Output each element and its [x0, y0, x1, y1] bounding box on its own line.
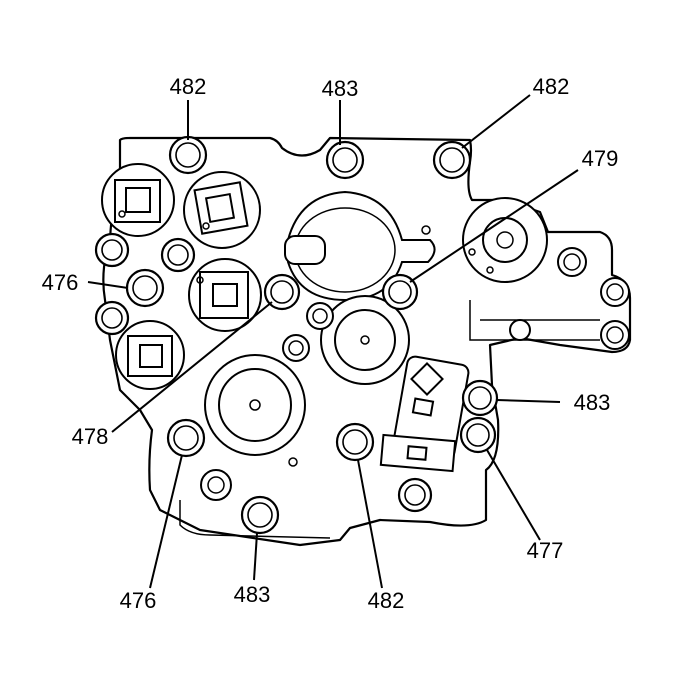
callout-label: 477: [527, 538, 564, 563]
solenoid-middle: [188, 258, 262, 332]
bolt: [432, 140, 472, 180]
bolt: [325, 140, 365, 180]
callout-label: 482: [368, 588, 405, 613]
right-plate: [469, 247, 630, 350]
callout-label: 483: [322, 76, 359, 101]
solenoid-top-left: [101, 163, 175, 237]
bolt: [94, 232, 130, 268]
bolt: [335, 422, 375, 462]
solenoid-top-middle: [183, 171, 261, 249]
solenoid-lower-left: [115, 320, 185, 390]
bolt: [461, 379, 499, 417]
bolt: [125, 268, 165, 308]
callout-label: 476: [42, 270, 79, 295]
callout-label: 476: [120, 588, 157, 613]
bolts: [94, 135, 499, 535]
solenoid-lower-right: [379, 355, 470, 473]
bolt: [240, 495, 280, 535]
bolt: [459, 416, 497, 454]
central-bracket: [284, 190, 436, 302]
leader-lines: [87, 94, 579, 589]
bolt: [397, 477, 433, 513]
bolt: [160, 237, 196, 273]
callout-label: 483: [234, 582, 271, 607]
callout-label: 482: [170, 74, 207, 99]
valve-body-lower: [179, 500, 331, 539]
fittings: [200, 225, 431, 501]
callout-label: 482: [533, 74, 570, 99]
callout-label: 479: [582, 146, 619, 171]
callout-label: 483: [574, 390, 611, 415]
bolt: [166, 418, 206, 458]
bolt: [168, 135, 208, 175]
bolt: [381, 273, 419, 311]
accumulator-center: [320, 295, 410, 385]
accumulator-large: [204, 354, 306, 456]
bolt: [94, 300, 130, 336]
callout-label: 478: [72, 424, 109, 449]
pressure-switch-right: [462, 197, 548, 283]
bolt: [263, 273, 301, 311]
